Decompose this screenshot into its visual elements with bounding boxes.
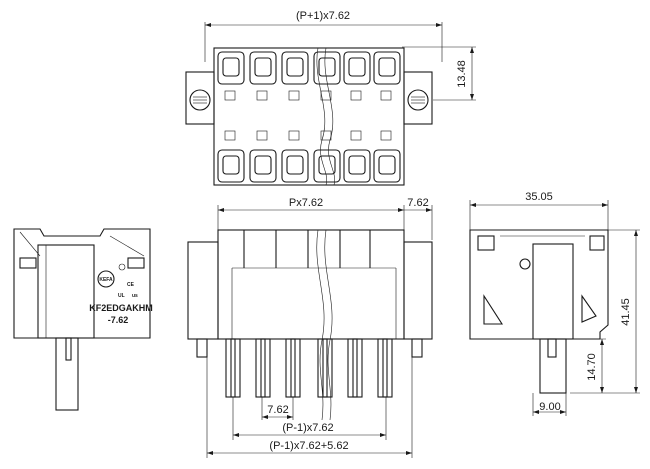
dim-front-span-total-label: (P-1)x7.62+5.62: [269, 440, 348, 452]
dim-front-pitch: 7.62: [261, 397, 294, 420]
right-side-view: 35.05 41.45 14.70 9.00: [469, 191, 640, 416]
dim-top-width-label: (P+1)x7.62: [296, 10, 350, 22]
dim-top-height: 13.48: [402, 46, 476, 101]
dim-top-width: (P+1)x7.62: [204, 10, 443, 62]
dim-side-pin-offset: 9.00: [532, 393, 567, 416]
dim-front-end-label: 7.62: [407, 197, 428, 209]
cert-ul-mark: UL: [118, 293, 125, 299]
dim-side-pin-offset-label: 9.00: [539, 401, 560, 413]
bottom-wire-entries: [217, 149, 401, 183]
top-view: (P+1)x7.62 13.48: [185, 10, 476, 186]
brand-logo-text: KEFA: [99, 277, 113, 283]
dim-top-height-label: 13.48: [456, 60, 468, 88]
dim-side-pin-length: 14.70: [566, 338, 606, 393]
top-wire-entries: [217, 51, 401, 85]
dim-front-width: Px7.62 7.62: [217, 197, 433, 240]
dim-side-height-label: 41.45: [620, 298, 632, 326]
model-marking: KF2EDGAKHM: [89, 303, 153, 313]
cert-ce-mark: CE: [127, 282, 135, 288]
dim-front-span-label: (P-1)x7.62: [282, 422, 333, 434]
left-side-view: KEFA CE UL us KF2EDGAKHM -7.62: [13, 228, 153, 411]
pitch-marking: -7.62: [108, 315, 129, 325]
dim-side-height: 41.45: [570, 229, 640, 394]
dim-side-pin-length-label: 14.70: [586, 353, 598, 381]
dim-front-span: (P-1)x7.62: [232, 397, 387, 440]
top-release-slots: [224, 90, 392, 141]
dim-front-span-total: (P-1)x7.62+5.62: [206, 357, 413, 458]
dim-front-pitch-label: 7.62: [267, 404, 288, 416]
dim-side-width-label: 35.05: [525, 191, 553, 203]
dim-front-width-label: Px7.62: [289, 197, 323, 209]
cert-us-mark: us: [132, 293, 138, 299]
front-view: Px7.62 7.62: [187, 197, 433, 458]
front-pins: [225, 338, 393, 398]
dim-side-width: 35.05: [469, 191, 609, 230]
